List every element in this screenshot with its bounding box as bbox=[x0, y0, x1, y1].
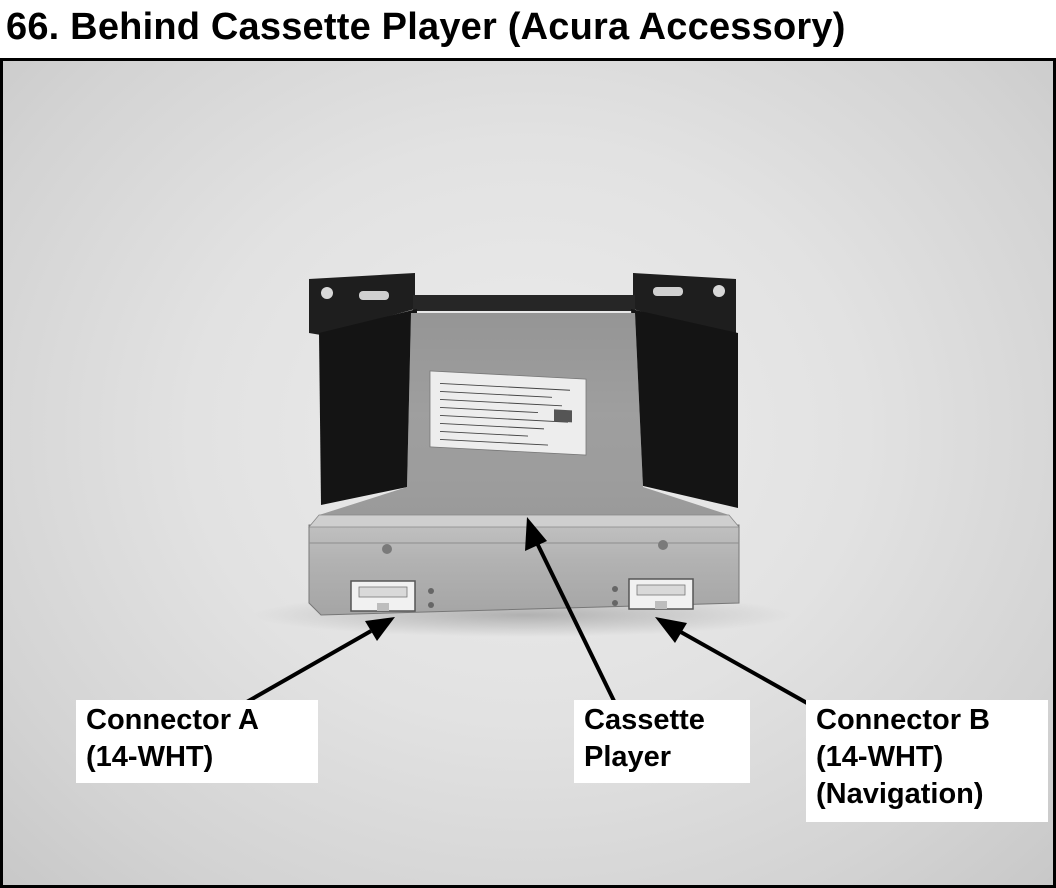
page-title: 66. Behind Cassette Player (Acura Access… bbox=[6, 6, 846, 48]
connector-b-socket bbox=[628, 578, 694, 610]
callout-connector-a: Connector A (14-WHT) bbox=[76, 700, 318, 783]
side-panel-right bbox=[631, 309, 738, 508]
cassette-player-photo bbox=[244, 273, 808, 705]
callout-cassette-player: Cassette Player bbox=[574, 700, 750, 783]
callout-connector-a-line1: Connector A bbox=[86, 704, 259, 736]
callout-connector-b-line2: (14-WHT) bbox=[816, 741, 944, 773]
callout-connector-a-line2: (14-WHT) bbox=[86, 741, 214, 773]
callout-cassette-player-line1: Cassette bbox=[584, 704, 705, 736]
callout-connector-b-line1: Connector B bbox=[816, 704, 990, 736]
model-label bbox=[429, 370, 587, 456]
arrow-cassette-player bbox=[525, 517, 617, 704]
arrow-connector-a bbox=[244, 617, 395, 705]
callout-connector-b: Connector B (14-WHT) (Navigation) bbox=[806, 700, 1048, 822]
callout-cassette-player-line2: Player bbox=[584, 741, 672, 773]
rear-bracket-left bbox=[309, 273, 415, 335]
callout-connector-b-line3: (Navigation) bbox=[816, 778, 984, 810]
side-panel-left bbox=[319, 309, 417, 505]
arrow-connector-b bbox=[655, 617, 808, 705]
connector-a-socket bbox=[350, 580, 416, 612]
